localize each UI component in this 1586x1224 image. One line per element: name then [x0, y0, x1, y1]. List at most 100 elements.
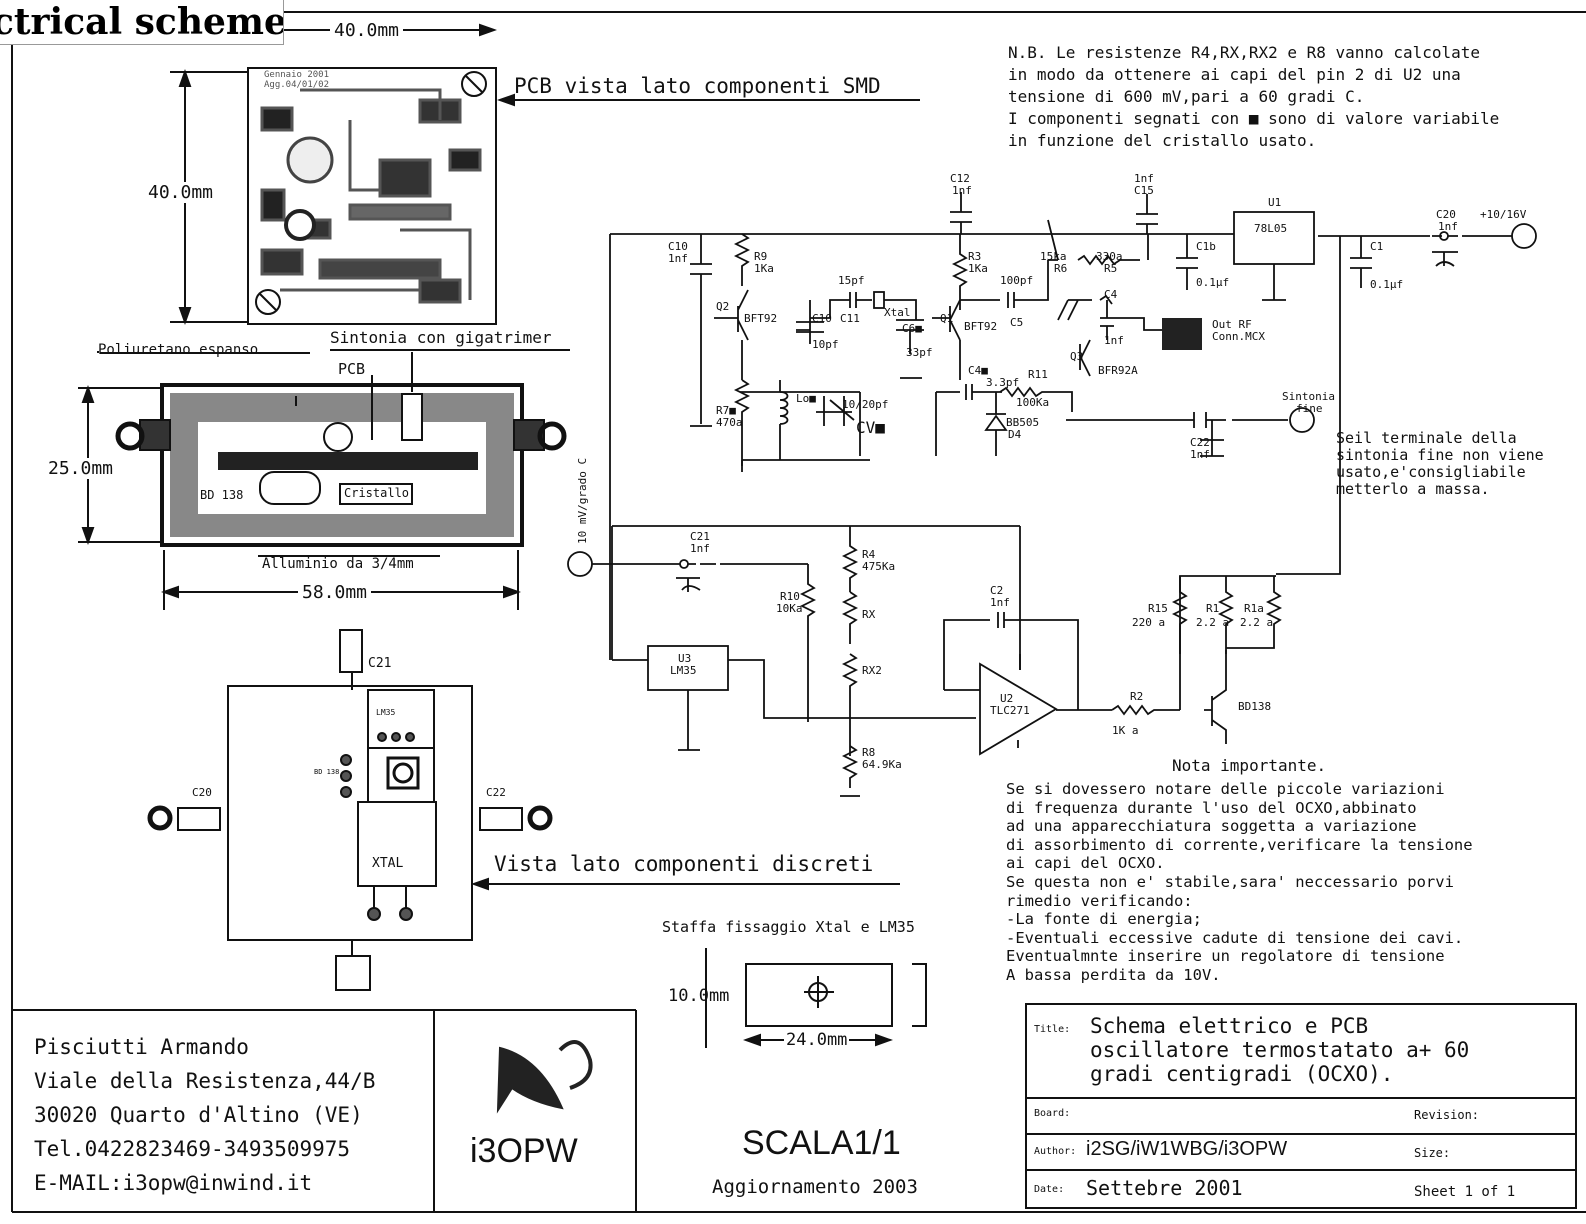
- update-label: Aggiornamento 2003: [712, 1176, 918, 1198]
- pcb-update-label: Agg.04/01/02: [264, 80, 330, 90]
- title-line: Schema elettrico e PCB: [1090, 1014, 1369, 1038]
- mcx-connector-icon: [1162, 318, 1202, 350]
- bd138-part-label: BD 138: [314, 768, 340, 776]
- label-lm35: LM35: [670, 664, 697, 677]
- label-c21: C21: [690, 530, 710, 543]
- label-r10: R10: [780, 590, 800, 603]
- board-field-label: Board:: [1034, 1108, 1071, 1119]
- author-value: i2SG/iW1WBG/i3OPW: [1086, 1138, 1288, 1160]
- label-c20-value: 1nf: [1438, 220, 1458, 233]
- label-r7-value: 470a: [716, 416, 743, 429]
- important-line: ai capi del OCXO.: [1006, 854, 1165, 873]
- label-c2: C2: [990, 584, 1004, 597]
- bracket-label: Staffa fissaggio Xtal e LM35: [662, 918, 915, 936]
- label-c21-value: 1nf: [690, 542, 710, 555]
- label-fine: fine: [1296, 402, 1323, 415]
- nb-line: in modo da ottenere ai capi del pin 2 di…: [1008, 65, 1461, 84]
- label-r5: R5: [1104, 262, 1118, 275]
- nb-line: I componenti segnati con ■ sono di valor…: [1008, 109, 1500, 128]
- xtal-body: [357, 801, 437, 887]
- label-cv: CV■: [856, 418, 885, 437]
- bracket-drawing: [745, 963, 893, 1027]
- label-rx: RX: [862, 608, 876, 621]
- label-cv-range: 10/20pf: [842, 398, 889, 411]
- title-line: oscillatore termostatato a+ 60: [1090, 1038, 1470, 1062]
- label-u2: U2: [1000, 692, 1014, 705]
- author-field-label: Author:: [1034, 1146, 1077, 1157]
- label-rx2: RX2: [862, 664, 882, 677]
- size-field-label: Size:: [1414, 1146, 1451, 1160]
- bracket-width-label: 24.0mm: [784, 1030, 850, 1050]
- label-r15: R15: [1148, 602, 1168, 615]
- label-c15-value: 1nf: [1134, 172, 1154, 185]
- box-height-label: 25.0mm: [48, 458, 114, 479]
- label-q2-type: BFT92: [744, 312, 778, 325]
- pcb-section: [218, 452, 478, 470]
- label-tlc271: TLC271: [990, 704, 1030, 717]
- important-line: -Eventuali eccessive cadute di tensione …: [1006, 928, 1464, 947]
- title-field-label: Title:: [1034, 1024, 1071, 1035]
- c21-connector-label: C21: [368, 656, 392, 671]
- opamp-tlc271: [979, 662, 1058, 756]
- label-c1b: C1b: [1196, 240, 1216, 253]
- terminal-line: Seil terminale della: [1336, 429, 1517, 447]
- label-q1: Q1: [940, 312, 954, 325]
- label-r8: R8: [862, 746, 876, 759]
- address-line: E-MAIL:i3opw@inwind.it: [34, 1171, 313, 1195]
- label-c4: C4: [1104, 288, 1118, 301]
- label-c10b-value: 10pf: [812, 338, 839, 351]
- label-r6: R6: [1054, 262, 1068, 275]
- label-q1-type: BFT92: [964, 320, 998, 333]
- label-c4b: C4■: [968, 364, 988, 377]
- label-q3: Q3: [1070, 350, 1084, 363]
- nb-note: N.B. Le resistenze R4,RX,RX2 e R8 vanno …: [1008, 42, 1499, 152]
- label-fine-tune: Sintonia: [1282, 390, 1335, 403]
- label-r10-value: 10Ka: [776, 602, 803, 615]
- label-r15-value: 220 a: [1132, 616, 1166, 629]
- connector-c21-icon: [339, 629, 363, 673]
- pcb-screw-icon: [461, 71, 487, 97]
- important-line: di frequenza durante l'uso del OCXO,abbi…: [1006, 798, 1417, 817]
- label-c12: C12: [950, 172, 970, 185]
- sheet-value: Sheet 1 of 1: [1414, 1184, 1516, 1200]
- label-c2-value: 1nf: [990, 596, 1010, 609]
- label-q2: Q2: [716, 300, 730, 313]
- date-value: Settebre 2001: [1086, 1176, 1243, 1200]
- important-line: Eventualmnte inserire un regolatore di t…: [1006, 947, 1445, 966]
- important-line: Se questa non e' stabile,sara' neccessar…: [1006, 872, 1454, 891]
- label-r2: R2: [1130, 690, 1144, 703]
- label-out-rf: Out RF: [1212, 318, 1252, 331]
- pcb-smd-view: [247, 67, 497, 325]
- important-line: di assorbimento di corrente,verificare l…: [1006, 835, 1473, 854]
- nb-line: N.B. Le resistenze R4,RX,RX2 e R8 vanno …: [1008, 43, 1481, 62]
- label-c1: C1: [1370, 240, 1384, 253]
- label-c1b-value: 0.1µf: [1196, 276, 1230, 289]
- discrete-view-board: [227, 685, 473, 941]
- pcb-height-label: 40.0mm: [148, 182, 214, 203]
- drawing-title: Schema elettrico e PCB oscillatore termo…: [1090, 1014, 1469, 1086]
- label-r3-value: 1Ka: [968, 262, 988, 275]
- address-line: Tel.0422823469-3493509975: [34, 1137, 351, 1161]
- c20-connector-label: C20: [192, 786, 212, 799]
- label-r5-value: 330a: [1096, 250, 1123, 263]
- label-c6: C6■: [902, 322, 922, 335]
- label-c4-value: 1nf: [1104, 334, 1124, 347]
- label-c5: C5: [1010, 316, 1024, 329]
- label-r1-value: 2.2 a: [1196, 616, 1230, 629]
- address-line: Pisciutti Armando: [34, 1035, 249, 1059]
- label-mcx: Conn.MCX: [1212, 330, 1265, 343]
- oscillator-schematic: [609, 192, 1537, 660]
- address-line: 30020 Quarto d'Altino (VE): [34, 1103, 363, 1127]
- connector-c22-icon: [479, 807, 523, 831]
- important-line: Se si dovessero notare delle piccole var…: [1006, 780, 1445, 798]
- tuning-label: Sintonia con gigatrimer: [330, 328, 552, 347]
- label-c4b-value: 3.3pf: [986, 376, 1020, 389]
- bd138-label: BD 138: [200, 488, 244, 502]
- important-line: A bassa perdita da 10V.: [1006, 965, 1221, 984]
- label-r3: R3: [968, 250, 982, 263]
- label-c10b: C10: [812, 312, 832, 325]
- label-c11: C11: [840, 312, 860, 325]
- enclosure-section: [160, 383, 524, 547]
- pcb-view-label: PCB vista lato componenti SMD: [514, 74, 881, 98]
